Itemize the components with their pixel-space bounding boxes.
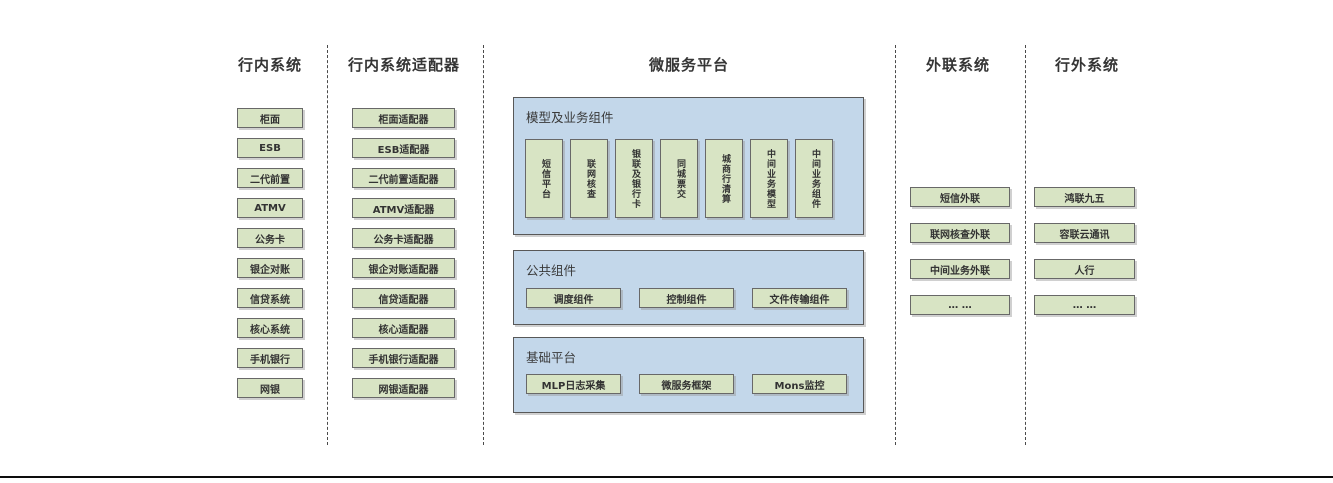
vertical-component-row: 短信平台 联网核查 银联及银行卡 同城票交 城商行清算 中间业务模型 中间业务组… (525, 139, 833, 218)
component-row: 调度组件 控制组件 文件传输组件 (526, 288, 847, 308)
system-box: 公务卡 (237, 228, 303, 248)
column-internal-adapters: 柜面适配器 ESB适配器 二代前置适配器 ATMV适配器 公务卡适配器 银企对账… (352, 108, 455, 398)
external-link-box-ellipsis: … … (910, 295, 1010, 315)
outside-system-box: 容联云通讯 (1034, 223, 1135, 243)
panel-title: 基础平台 (526, 350, 577, 365)
system-box: 信贷系统 (237, 288, 303, 308)
column-title-internal-systems: 行内系统 (237, 56, 303, 74)
system-box: 网银 (237, 378, 303, 398)
column-title-outside-systems: 行外系统 (1054, 56, 1120, 74)
component-box: 银联及银行卡 (615, 139, 653, 218)
panel-model-business-components: 模型及业务组件 短信平台 联网核查 银联及银行卡 同城票交 城商行清算 中间业务… (513, 97, 864, 235)
component-box: 短信平台 (525, 139, 563, 218)
component-box: 同城票交 (660, 139, 698, 218)
adapter-box: 信贷适配器 (352, 288, 455, 308)
adapter-box: 银企对账适配器 (352, 258, 455, 278)
system-box: ATMV (237, 198, 303, 218)
system-box: 柜面 (237, 108, 303, 128)
column-title-microservice-platform: 微服务平台 (648, 56, 730, 74)
component-box: 中间业务模型 (750, 139, 788, 218)
component-box: 联网核查 (570, 139, 608, 218)
column-title-external-link-systems: 外联系统 (925, 56, 991, 74)
adapter-box: 核心适配器 (352, 318, 455, 338)
column-internal-systems: 柜面 ESB 二代前置 ATMV 公务卡 银企对账 信贷系统 核心系统 手机银行… (237, 108, 303, 398)
bottom-rule (0, 476, 1333, 478)
component-box: 控制组件 (639, 288, 734, 308)
column-title-internal-adapters: 行内系统适配器 (347, 56, 461, 74)
adapter-box: ESB适配器 (352, 138, 455, 158)
component-box: 调度组件 (526, 288, 621, 308)
component-box: 中间业务组件 (795, 139, 833, 218)
column-external-link-systems: 短信外联 联网核查外联 中间业务外联 … … (910, 187, 1010, 315)
external-link-box: 中间业务外联 (910, 259, 1010, 279)
adapter-box: 二代前置适配器 (352, 168, 455, 188)
column-divider (327, 45, 328, 445)
adapter-box: 手机银行适配器 (352, 348, 455, 368)
outside-system-box: 鸿联九五 (1034, 187, 1135, 207)
adapter-box: 柜面适配器 (352, 108, 455, 128)
adapter-box: ATMV适配器 (352, 198, 455, 218)
column-divider (483, 45, 484, 445)
outside-system-box-ellipsis: … … (1034, 295, 1135, 315)
adapter-box: 公务卡适配器 (352, 228, 455, 248)
column-outside-systems: 鸿联九五 容联云通讯 人行 … … (1034, 187, 1135, 315)
external-link-box: 联网核查外联 (910, 223, 1010, 243)
system-box: 银企对账 (237, 258, 303, 278)
system-box: 核心系统 (237, 318, 303, 338)
system-box: 手机银行 (237, 348, 303, 368)
component-row: MLP日志采集 微服务框架 Mons监控 (526, 374, 847, 394)
external-link-box: 短信外联 (910, 187, 1010, 207)
system-box: 二代前置 (237, 168, 303, 188)
panel-common-components: 公共组件 调度组件 控制组件 文件传输组件 (513, 250, 864, 325)
component-box: 微服务框架 (639, 374, 734, 394)
outside-system-box: 人行 (1034, 259, 1135, 279)
component-box: 文件传输组件 (752, 288, 847, 308)
column-divider (1025, 45, 1026, 445)
panel-title: 公共组件 (526, 263, 577, 278)
system-box: ESB (237, 138, 303, 158)
panel-base-platform: 基础平台 MLP日志采集 微服务框架 Mons监控 (513, 337, 864, 413)
adapter-box: 网银适配器 (352, 378, 455, 398)
column-divider (895, 45, 896, 445)
component-box: Mons监控 (752, 374, 847, 394)
component-box: 城商行清算 (705, 139, 743, 218)
component-box: MLP日志采集 (526, 374, 621, 394)
panel-title: 模型及业务组件 (526, 110, 614, 125)
